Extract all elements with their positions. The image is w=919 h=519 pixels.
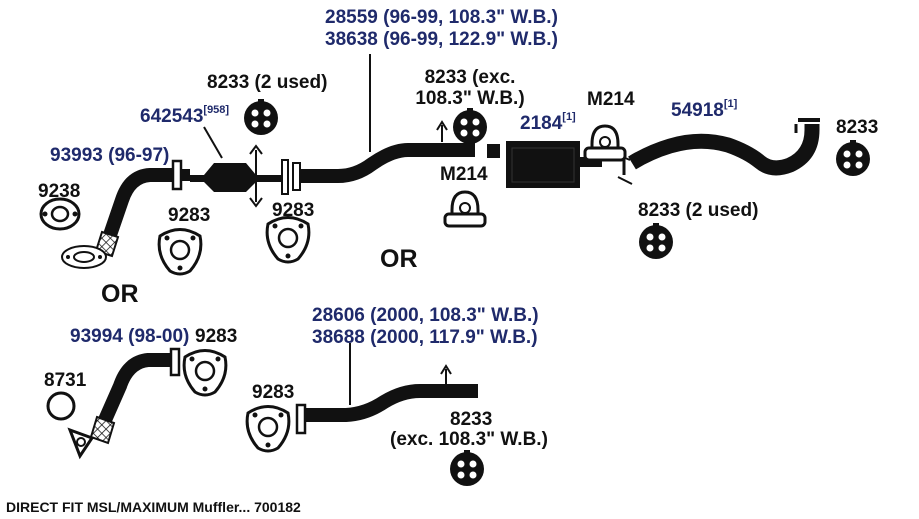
- or-label-center: OR: [380, 245, 418, 273]
- tail-pipe-54918: [617, 118, 820, 185]
- gasket-9283-a-icon: [157, 228, 203, 276]
- pipe-label-28559: 28559 (96-99, 108.3" W.B.): [325, 7, 558, 28]
- catalytic-converter-642543: [190, 126, 301, 208]
- pipe-label-28606: 28606 (2000, 108.3" W.B.): [312, 305, 539, 326]
- gasket-9283-d-icon: [245, 405, 291, 453]
- hanger-label-8233-exc2-1: 8233: [450, 409, 493, 430]
- muffler-2184: [487, 141, 602, 188]
- gasket-9283-b-icon: [265, 216, 311, 264]
- hanger-8233-tail-icon: [836, 140, 870, 176]
- converter-label-642543: 642543[958]: [140, 104, 230, 127]
- hanger-8233-exc-icon: [453, 108, 487, 144]
- gasket-label-9283-d: 9283: [252, 382, 295, 403]
- footer-caption: DIRECT FIT MSL/MAXIMUM Muffler... 700182: [6, 499, 301, 515]
- gasket-9238-icon: [39, 197, 81, 231]
- gasket-label-9283-c: 9283: [195, 326, 238, 347]
- front-pipe-label-93994: 93994 (98-00): [70, 326, 190, 347]
- hanger-label-8233-exc-1: 8233 (exc.: [424, 67, 516, 88]
- hanger-label-8233-2used-b: 8233 (2 used): [638, 200, 759, 221]
- hanger-label-8233-tail: 8233: [836, 117, 879, 138]
- hanger-8233-2used-b-icon: [639, 223, 673, 259]
- clamp-m214-b-icon: [583, 124, 627, 162]
- intermediate-pipe-28606: [295, 343, 478, 435]
- gasket-9283-c-icon: [182, 349, 228, 397]
- muffler-label-2184: 2184[1]: [520, 111, 576, 134]
- front-pipe-93993: [61, 159, 190, 269]
- gasket-label-8731: 8731: [44, 370, 87, 391]
- clamp-label-m214-a: M214: [440, 164, 488, 185]
- clamp-m214-a-icon: [443, 190, 487, 228]
- hanger-label-8233-2used: 8233 (2 used): [207, 72, 328, 93]
- hanger-8233-exc2-icon: [450, 450, 484, 486]
- gasket-label-9283-a: 9283: [168, 205, 211, 226]
- hanger-label-8233-exc2-2: (exc. 108.3" W.B.): [390, 429, 548, 450]
- gasket-8731-icon: [46, 391, 76, 421]
- or-label-left: OR: [101, 280, 139, 308]
- clamp-label-m214-b: M214: [587, 89, 635, 110]
- gasket-label-9283-b: 9283: [272, 200, 315, 221]
- intermediate-pipe-28559: [300, 54, 475, 183]
- pipe-label-38688: 38688 (2000, 117.9" W.B.): [312, 327, 538, 348]
- hanger-label-8233-exc-2: 108.3" W.B.): [415, 88, 525, 109]
- hanger-8233-2used-icon: [244, 99, 278, 135]
- front-pipe-label-93993: 93993 (96-97): [50, 145, 170, 166]
- pipe-label-38638: 38638 (96-99, 122.9" W.B.): [325, 29, 558, 50]
- front-pipe-93994: [67, 347, 181, 460]
- gasket-label-9238: 9238: [38, 181, 81, 202]
- tail-pipe-label-54918: 54918[1]: [671, 98, 738, 121]
